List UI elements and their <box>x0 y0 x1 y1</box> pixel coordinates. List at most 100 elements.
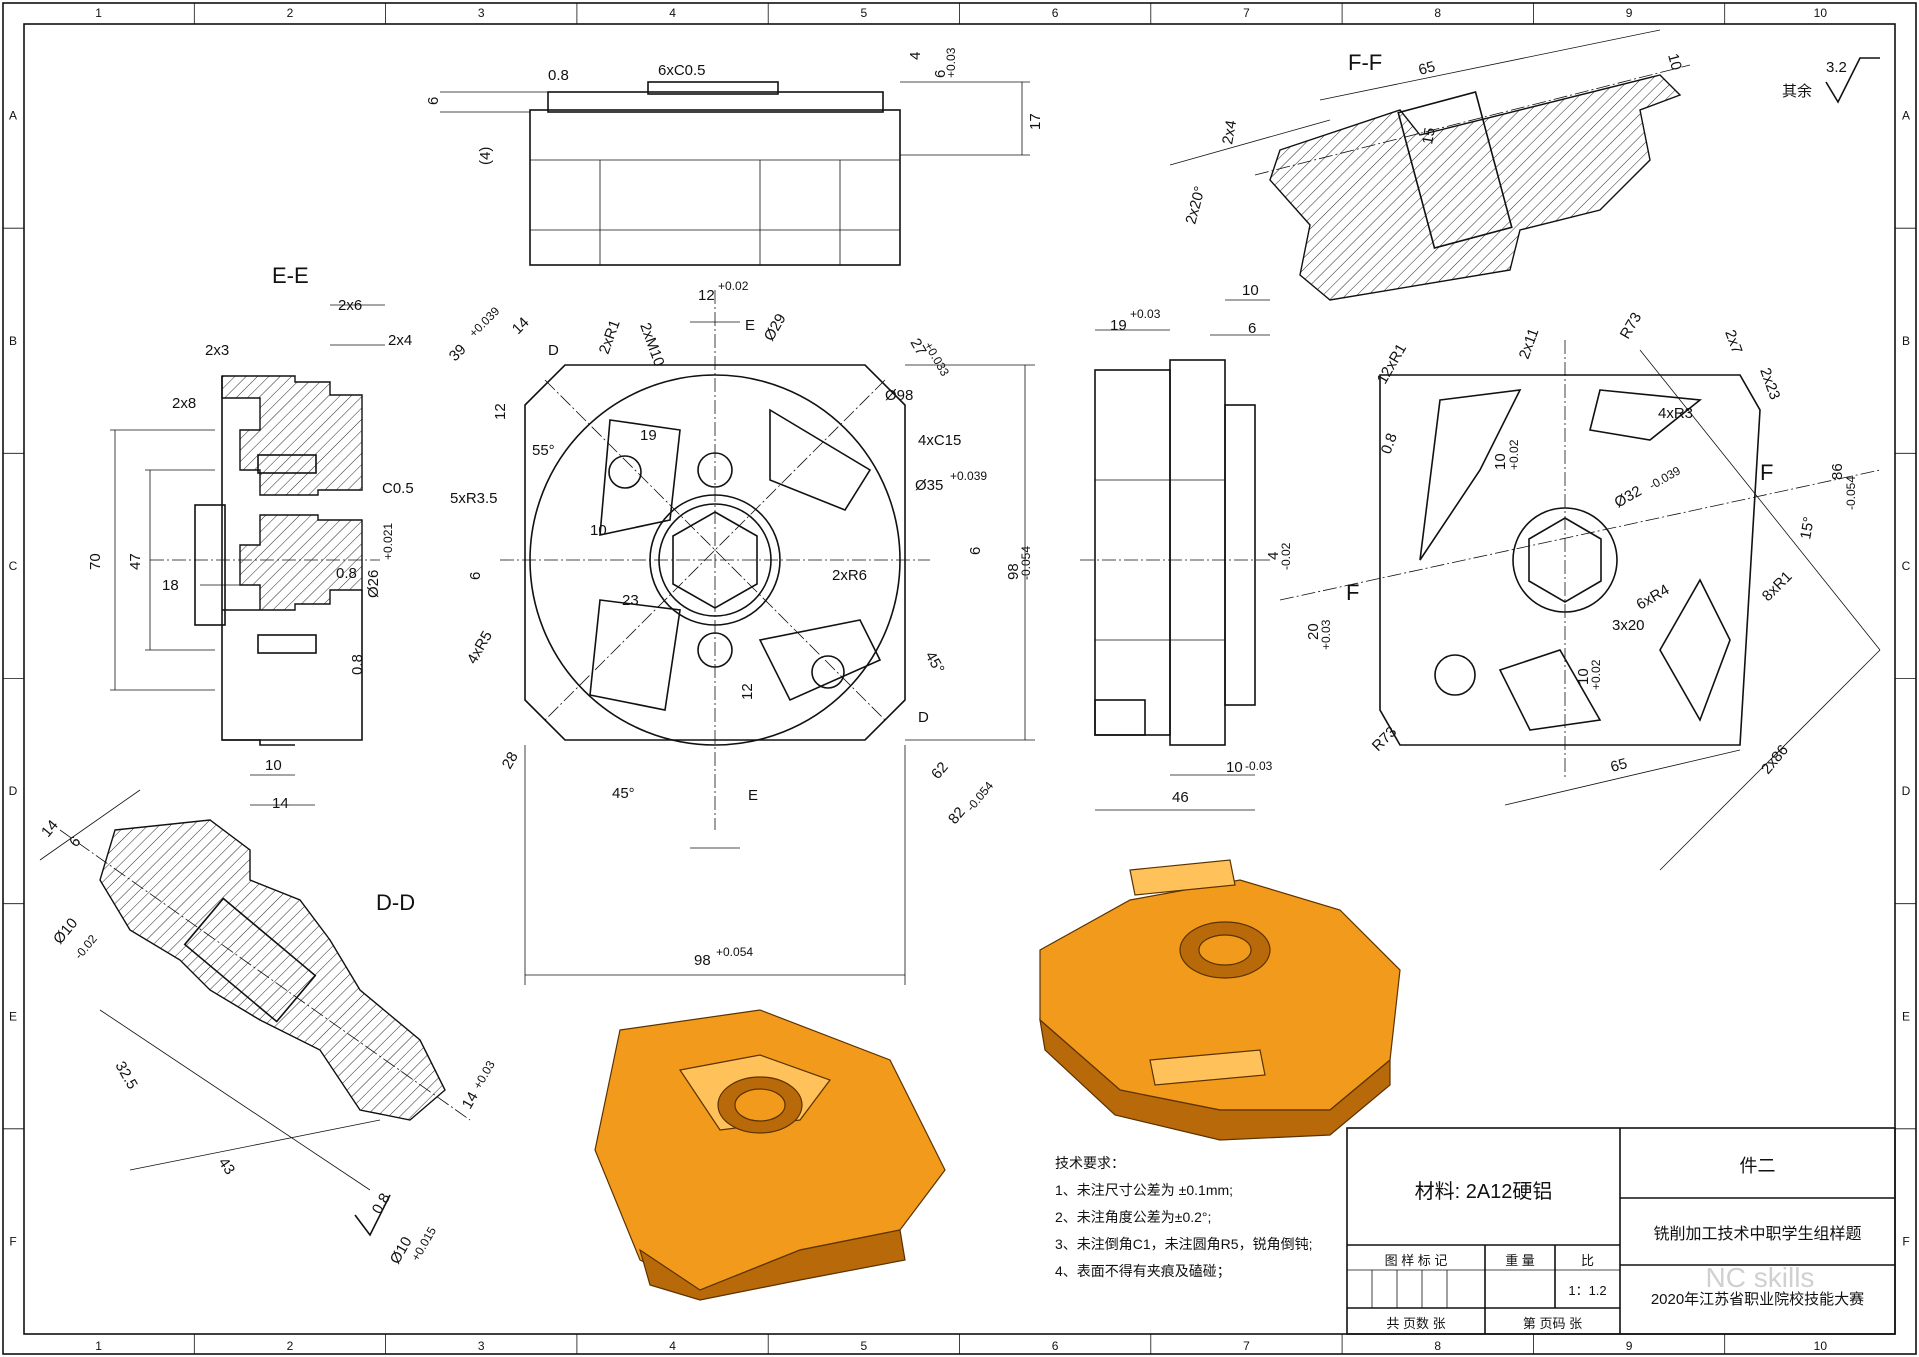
svg-text:4: 4 <box>1265 552 1282 560</box>
svg-text:10: 10 <box>590 522 607 539</box>
sheet-number: 第 页码 张 <box>1522 1316 1583 1331</box>
grid-row-label: D <box>1902 784 1911 798</box>
svg-text:5xR3.5: 5xR3.5 <box>450 490 498 507</box>
svg-text:+0.03: +0.03 <box>1130 307 1161 321</box>
svg-text:45°: 45° <box>612 785 635 802</box>
tech-item: 4、表面不得有夹痕及磕碰； <box>1055 1263 1231 1279</box>
svg-text:+0.02: +0.02 <box>1507 439 1521 470</box>
svg-text:2x20°: 2x20° <box>1182 184 1208 226</box>
grid-column-label: 8 <box>1434 6 1441 20</box>
svg-text:10: 10 <box>265 757 282 774</box>
svg-text:4xR3: 4xR3 <box>1658 405 1693 422</box>
grid-column-label: 3 <box>478 6 485 20</box>
grid-row-label: B <box>9 334 17 348</box>
svg-text:+0.039: +0.039 <box>950 469 987 483</box>
tech-item: 1、未注尺寸公差为 ±0.1mm; <box>1055 1182 1234 1198</box>
svg-text:43: 43 <box>215 1155 238 1178</box>
svg-text:3.2: 3.2 <box>1826 59 1847 76</box>
svg-text:47: 47 <box>127 553 144 570</box>
grid-column-label: 10 <box>1814 6 1828 20</box>
svg-text:14: 14 <box>509 314 533 338</box>
roughness-symbol: 其余 3.2 <box>1782 57 1880 104</box>
svg-text:10: 10 <box>1492 453 1509 470</box>
svg-text:12xR1: 12xR1 <box>1374 341 1410 387</box>
svg-text:6xR4: 6xR4 <box>1634 581 1673 613</box>
drawing-name: 铣削加工技术中职学生组样题 <box>1653 1226 1862 1243</box>
svg-text:+0.02: +0.02 <box>1589 659 1603 690</box>
svg-text:2x11: 2x11 <box>1516 326 1543 361</box>
svg-text:3x20: 3x20 <box>1612 617 1645 634</box>
grid-column-label: 9 <box>1626 6 1633 20</box>
svg-text:Ø32: Ø32 <box>1612 483 1645 512</box>
grid-row-label: B <box>1902 334 1910 348</box>
svg-text:6: 6 <box>467 572 484 580</box>
svg-text:6: 6 <box>425 97 442 105</box>
svg-text:18: 18 <box>162 577 179 594</box>
svg-text:10: 10 <box>1242 282 1259 299</box>
svg-text:0.8: 0.8 <box>336 565 357 582</box>
svg-text:12: 12 <box>698 287 715 304</box>
svg-text:17: 17 <box>1027 113 1044 130</box>
view-title-ee: E-E <box>272 263 309 288</box>
marks-label: 图 样 标 记 <box>1384 1253 1448 1268</box>
grid-column-label: 2 <box>287 1339 294 1353</box>
svg-text:2x4: 2x4 <box>1219 119 1240 146</box>
svg-text:-0.054: -0.054 <box>964 779 997 814</box>
svg-text:12: 12 <box>739 683 756 700</box>
svg-text:+0.021: +0.021 <box>381 523 395 560</box>
svg-text:2x3: 2x3 <box>205 342 229 359</box>
weight-label: 重 量 <box>1505 1253 1535 1268</box>
svg-text:R73: R73 <box>1617 310 1645 342</box>
svg-text:15°: 15° <box>1797 515 1818 540</box>
scale-value: 1：1.2 <box>1568 1283 1607 1298</box>
event-name: 2020年江苏省职业院校技能大赛 <box>1650 1291 1865 1308</box>
svg-text:E: E <box>748 787 758 804</box>
grid-column-label: 9 <box>1626 1339 1633 1353</box>
svg-text:E: E <box>745 317 755 334</box>
svg-text:19: 19 <box>640 427 657 444</box>
view-title-dd: D-D <box>376 890 415 915</box>
svg-text:10: 10 <box>1575 668 1592 685</box>
part-name: 件二 <box>1739 1156 1776 1176</box>
svg-text:6: 6 <box>967 547 984 555</box>
right-view: 12xR1 2x11 R73 2x7 2x23 4xR3 0.8 10 +0.0… <box>1265 310 1881 871</box>
svg-text:(4): (4) <box>477 147 494 165</box>
svg-text:+0.03: +0.03 <box>944 47 958 78</box>
grid-column-label: 7 <box>1243 1339 1250 1353</box>
svg-text:其余: 其余 <box>1782 82 1812 100</box>
top-view: 6xC0.5 0.8 4 6 6 +0.03 17 (4) <box>425 47 1044 266</box>
tech-heading: 技术要求： <box>1055 1155 1125 1171</box>
svg-text:-0.02: -0.02 <box>72 932 101 962</box>
iso-render-left <box>594 1009 946 1301</box>
svg-text:-0.03: -0.03 <box>1245 759 1273 773</box>
svg-text:2x23: 2x23 <box>1756 366 1783 402</box>
svg-text:46: 46 <box>1172 789 1189 806</box>
svg-text:Ø98: Ø98 <box>885 387 913 404</box>
svg-text:R73: R73 <box>1369 723 1400 754</box>
svg-text:98: 98 <box>694 952 711 969</box>
svg-text:Ø29: Ø29 <box>761 311 790 344</box>
svg-text:+0.02: +0.02 <box>718 279 749 293</box>
svg-text:4: 4 <box>907 52 924 60</box>
svg-text:6: 6 <box>932 70 949 78</box>
svg-text:98: 98 <box>1005 563 1022 580</box>
grid-column-label: 1 <box>95 6 102 20</box>
grid-row-label: D <box>9 784 18 798</box>
grid-column-label: 6 <box>1052 6 1059 20</box>
svg-text:0.8: 0.8 <box>548 67 569 84</box>
svg-text:39: 39 <box>446 341 470 365</box>
svg-text:15: 15 <box>1419 126 1439 145</box>
svg-text:-0.039: -0.039 <box>1647 463 1684 492</box>
material-label: 材料: 2A12硬铝 <box>1414 1181 1553 1203</box>
svg-text:65: 65 <box>1417 58 1438 79</box>
section-ee: E-E 2x6 2x4 2x3 2x8 C0.5 70 47 18 0.8 Ø2… <box>87 263 414 812</box>
grid-column-label: 2 <box>287 6 294 20</box>
side-view: 19 +0.03 10 6 10 -0.03 46 <box>1080 282 1273 811</box>
front-view: D 2xR1 2xM10 Ø29 27 +0.033 Ø98 4xC15 Ø35… <box>446 279 1035 985</box>
section-dd: D-D 14 6 Ø10 -0.02 32.5 43 14 +0.03 0.8 … <box>38 789 498 1267</box>
grid-column-label: 8 <box>1434 1339 1441 1353</box>
svg-text:0.8: 0.8 <box>349 654 366 675</box>
svg-text:0.8: 0.8 <box>1378 431 1401 456</box>
tech-item: 2、未注角度公差为±0.2°; <box>1055 1209 1212 1225</box>
